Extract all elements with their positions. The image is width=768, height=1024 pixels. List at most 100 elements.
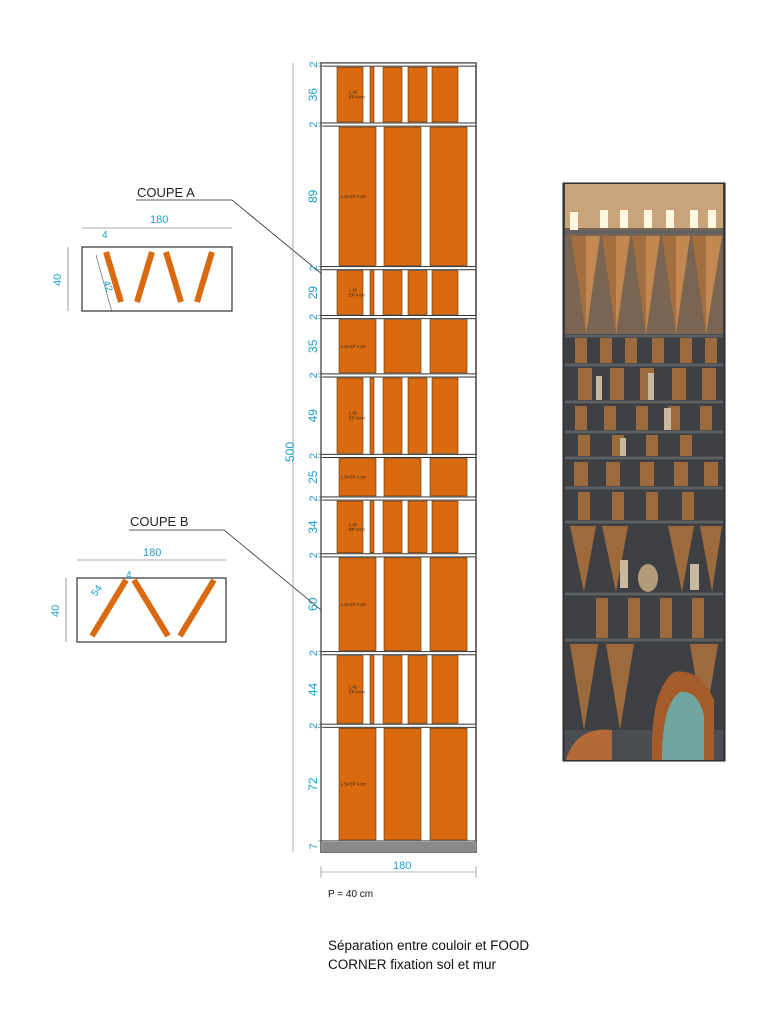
fin-note: EP 4 cm [349,293,365,298]
fin-note: EP 4 cm [349,689,365,694]
shelf-board [320,453,477,458]
section-a-width: 180 [150,214,168,226]
fin [407,500,428,554]
fin [338,728,377,841]
fin [429,557,468,651]
fin [338,319,377,374]
row-dimension: 2 [308,62,320,68]
row-dimension: 29 [306,286,320,300]
section-a-fin [134,251,155,303]
fin [383,557,422,651]
fin [338,557,377,651]
shelf-board [320,266,477,271]
row-dimension: 25 [306,470,320,484]
row-dimension: 72 [306,777,320,791]
fin-note: L 54 EP 4 cm [341,782,366,787]
fin [336,377,364,454]
row-dimension: 35 [306,339,320,353]
fin [429,126,468,266]
shelf-board [320,122,477,127]
fin [407,270,428,315]
section-a: COUPE A 180 40 4 42 [52,185,346,313]
section-a-fin [163,251,184,303]
section-a-fin [103,251,124,303]
row-dimension: 7 [308,843,320,849]
row-dimension: 2 [308,453,320,459]
shelf-board [320,496,477,501]
fin [338,458,377,497]
fin [407,377,428,454]
row-dimension: 34 [306,520,320,534]
shelf-board [320,373,477,378]
fin-note: L 54 EP 4 cm [341,475,366,480]
fin [336,66,364,123]
fin [382,66,403,123]
fin [407,66,428,123]
section-b-fin [89,578,129,638]
fin-note: EP 4 cm [349,95,365,100]
fin [429,728,468,841]
fin-note: L 42 [349,522,358,527]
fin [336,270,364,315]
row-dimension: 36 [306,88,320,102]
fin [431,500,459,554]
section-b-title: COUPE B [130,514,189,529]
bottom-width: 180 [393,860,411,872]
row-dimension: 49 [306,409,320,423]
row-dimension: 2 [308,723,320,729]
fin [431,66,459,123]
section-b-height: 40 [50,605,62,617]
fin [407,655,428,724]
row-dimension: 2 [308,495,320,501]
row-dimension: 2 [308,372,320,378]
section-a-height: 40 [52,274,64,286]
fin [383,126,422,266]
row-dimension: 2 [308,265,320,271]
row-dimension: 44 [306,682,320,696]
shelf-board [320,62,477,67]
section-a-dim-thickness: 4 [102,230,108,241]
fin-note: L 54 EP 4 cm [341,194,366,199]
fin [382,500,403,554]
fin-note: EP 4 cm [349,527,365,532]
shelf-board [320,723,477,728]
fin [369,377,375,454]
row-dimension: 89 [306,189,320,203]
fin [383,319,422,374]
fin [382,270,403,315]
caption-line-2: CORNER fixation sol et mur [328,957,497,972]
section-a-dim-width: 42 [100,279,114,294]
fin [336,500,364,554]
section-b: COUPE B 180 40 54 4 [50,514,344,643]
row-dimension: 2 [308,314,320,320]
row-dimension: 2 [308,650,320,656]
fin [429,319,468,374]
fin-note: L 42 [349,684,358,689]
row-dimension: 2 [308,121,320,127]
fin [369,500,375,554]
fin-note: L 42 [349,288,358,293]
fin [382,377,403,454]
section-b-width: 180 [143,547,161,559]
fin-note: L 54 EP 4 cm [341,602,366,607]
shelf-board [320,314,477,320]
plinth [322,842,475,852]
depth-note: P = 40 cm [328,889,374,900]
total-height: 500 [283,442,297,462]
fin [369,655,375,724]
fin-note: L 54 EP 4 cm [341,344,366,349]
fin-note: L 42 [349,411,358,416]
caption: Séparation entre couloir et FOOD CORNER … [328,936,529,974]
section-a-fin [194,251,215,303]
caption-line-1: Séparation entre couloir et FOOD [328,938,530,953]
section-a-title: COUPE A [137,185,195,200]
fin [383,728,422,841]
section-b-fin [131,578,171,638]
row-dimension: 2 [308,552,320,558]
fin [336,655,364,724]
fin-note: EP 4 cm [349,416,365,421]
fin [429,458,468,497]
section-b-fin [177,578,217,638]
